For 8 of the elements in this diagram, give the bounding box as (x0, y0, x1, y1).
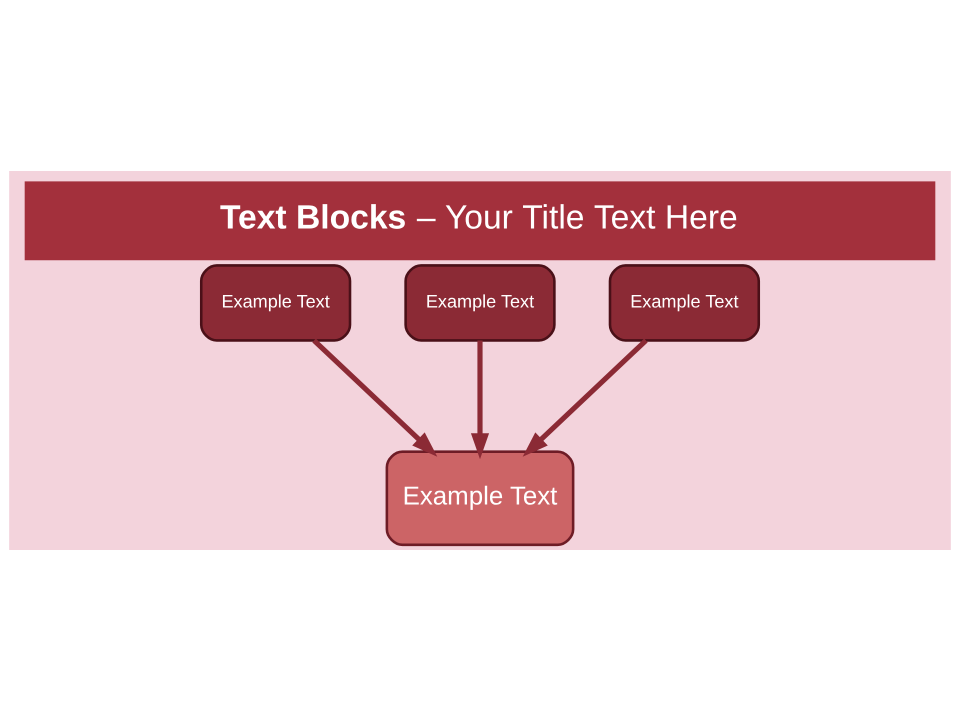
arrow (312, 338, 438, 456)
node-box: Example Text (404, 264, 556, 342)
arrow (470, 340, 490, 459)
node-box: Example Text (608, 264, 760, 342)
node-box: Example Text (200, 264, 352, 342)
arrow (522, 338, 648, 456)
node-box: Example Text (386, 450, 574, 546)
diagram-title: Text Blocks – Your Title Text Here (220, 198, 738, 236)
